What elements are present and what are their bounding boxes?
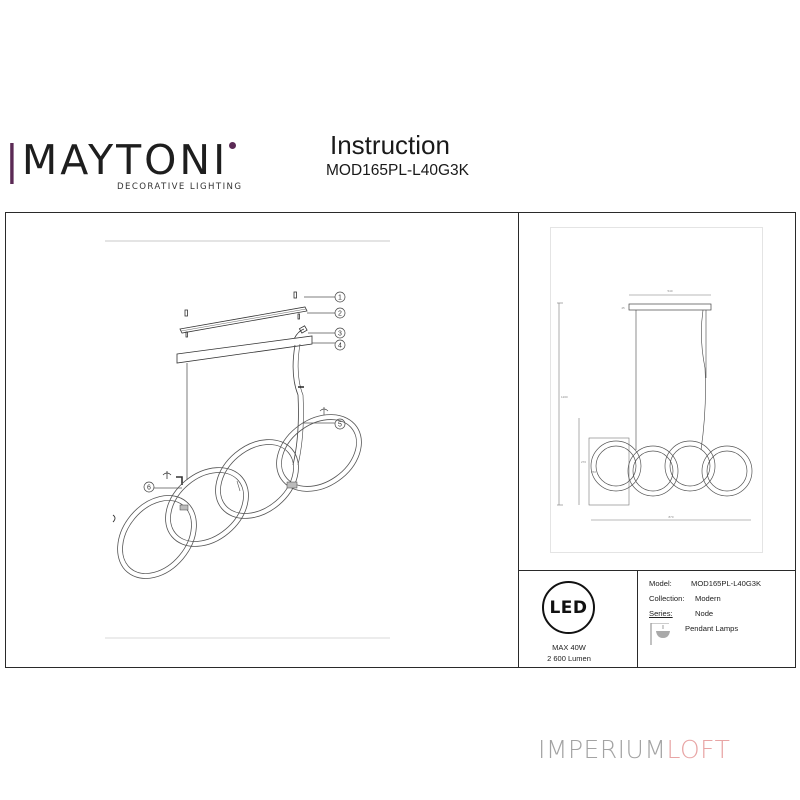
document-title: Instruction [330,130,450,160]
canopy-outline [628,303,712,311]
ring-connector [179,504,189,511]
document-model-number: MOD165PL-L40G3K [326,162,470,179]
spec-label-model: Model: [649,579,672,588]
footer-logo-part1: IMPERIUM [538,735,667,764]
svg-text:270: 270 [581,460,586,464]
led-badge-text: LED [549,597,588,618]
brand-wordmark: |MAYTONI [5,136,229,184]
mounting-bar-icon [179,306,308,338]
ring-diameter-dimension [588,437,630,506]
brand-name: MAYTONI [21,136,229,184]
svg-text:1: 1 [338,295,342,302]
height-adjust-icon [162,471,183,485]
instruction-frame [5,212,796,668]
spec-label-series: Series: [649,609,673,618]
hook-icon [112,514,116,523]
svg-text:870: 870 [668,515,673,519]
svg-text:5: 5 [338,422,342,429]
power-cable [292,344,299,466]
svg-text:2: 2 [338,311,342,318]
spec-value-model: MOD165PL-L40G3K [691,579,762,588]
dimension-drawing: 540 45 1200 270 250 870 [550,227,763,553]
cable-adjust-icon [319,407,329,415]
svg-text:45: 45 [621,306,625,310]
svg-text:540: 540 [667,289,672,293]
svg-text:6: 6 [147,485,151,492]
max-power: MAX 40W [552,643,586,652]
pendant-lamp-icon [649,622,673,647]
canopy-icon [176,335,313,364]
svg-text:3: 3 [338,331,342,338]
svg-text:1200: 1200 [561,395,568,399]
brand-logo: |MAYTONI DECORATIVE LIGHTING [5,136,241,192]
svg-text:250: 250 [591,470,596,474]
light-rings [117,414,362,579]
svg-text:4: 4 [338,343,342,350]
dimension-rings [590,440,753,497]
brand-dot-icon [229,142,236,149]
spec-value-collection: Modern [695,594,721,603]
frame-divider-vertical [518,212,520,668]
screw-icon [184,291,297,317]
brand-tagline: DECORATIVE LIGHTING [117,182,243,192]
footer-logo: IMPERIUMLOFT [538,735,730,764]
led-badge-icon: LED [542,581,595,634]
frame-divider-horizontal [518,570,796,572]
spec-label-collection: Collection: [649,594,685,603]
footer-logo-part2: LOFT [666,735,731,764]
lamp-type: Pendant Lamps [685,624,739,633]
spec-value-series: Node [695,609,714,618]
led-info-block: LED MAX 40W 2 600 Lumen [519,571,637,668]
ring-connector [286,481,298,489]
cable-connector-icon [293,325,308,340]
assembly-diagram: 1 2 3 4 [100,235,400,645]
info-divider-vertical [637,570,639,668]
lumen-output: 2 600 Lumen [547,654,591,663]
